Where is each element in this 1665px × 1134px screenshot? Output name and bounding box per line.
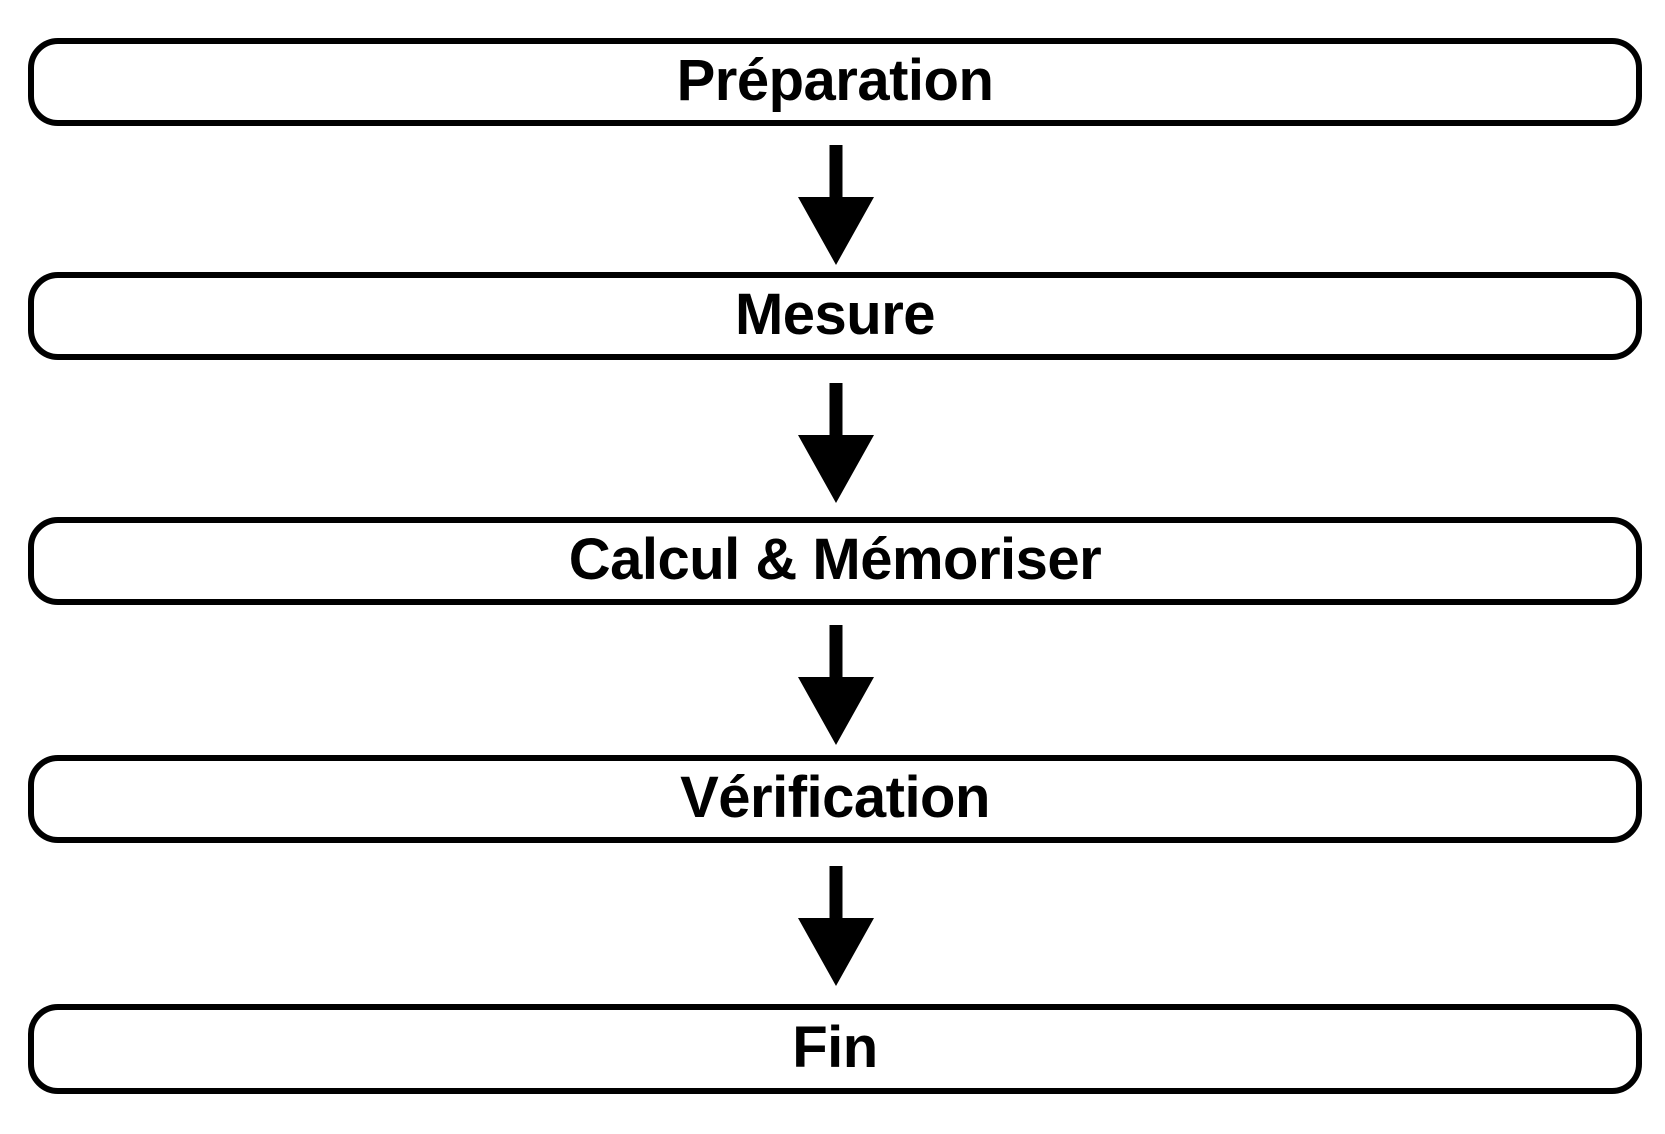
flowchart-node-mesure[interactable]: Mesure xyxy=(28,272,1642,360)
arrow-down-icon-mesure-to-calcul xyxy=(796,383,876,503)
node-label: Vérification xyxy=(680,764,990,830)
flowchart-node-fin[interactable]: Fin xyxy=(28,1004,1642,1094)
arrow-down-icon-verification-to-fin xyxy=(796,866,876,986)
node-label: Préparation xyxy=(676,47,994,113)
arrow-down-icon-calcul-to-verification xyxy=(796,625,876,745)
node-label: Fin xyxy=(792,1014,878,1080)
flowchart-node-verification[interactable]: Vérification xyxy=(28,755,1642,843)
node-label: Calcul & Mémoriser xyxy=(568,526,1102,592)
flowchart-node-calcul-memoriser[interactable]: Calcul & Mémoriser xyxy=(28,517,1642,605)
node-label: Mesure xyxy=(734,281,936,347)
arrow-down-icon-preparation-to-mesure xyxy=(796,145,876,265)
flowchart-node-preparation[interactable]: Préparation xyxy=(28,38,1642,126)
